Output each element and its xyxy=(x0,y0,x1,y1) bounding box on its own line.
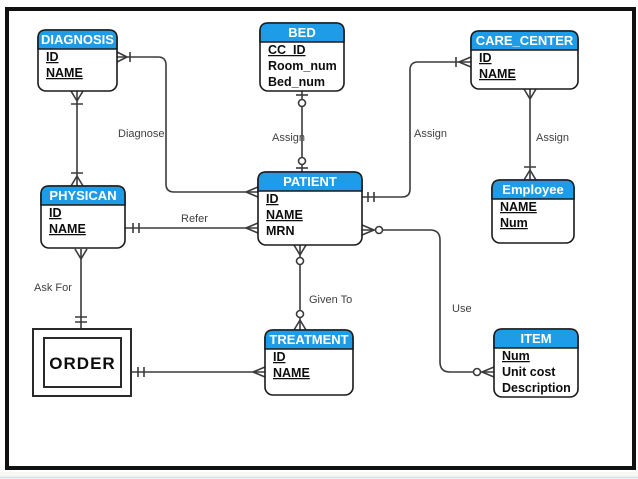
crowfoot-treatment-left xyxy=(252,366,266,378)
attribute: ID xyxy=(46,50,59,64)
entity-order-inner xyxy=(43,337,122,388)
entity-bed: BED CC_ID Room_num Bed_num xyxy=(259,22,345,92)
circle-bed-bottom xyxy=(297,98,307,108)
attribute: NAME xyxy=(46,66,83,80)
crowfoot-diagnosis-bottom xyxy=(70,90,84,105)
label-assign-employee: Assign xyxy=(536,132,569,144)
label-use: Use xyxy=(452,303,472,315)
entity-treatment-header xyxy=(264,329,354,350)
entity-employee: Employee NAME Num xyxy=(491,179,575,244)
entity-title: DIAGNOSIS xyxy=(41,32,114,47)
ticks-patient-right-top xyxy=(367,192,375,202)
attribute: ID xyxy=(479,51,492,65)
entity-diagnosis-header xyxy=(37,29,118,50)
line-use xyxy=(362,229,494,373)
relationship-lines xyxy=(70,51,537,378)
attribute: NAME xyxy=(49,222,86,236)
line-diagnose xyxy=(117,56,258,193)
crowfoot-patient-left-bottom xyxy=(245,222,259,234)
crowfoot-treatment-top xyxy=(293,319,307,331)
ticks-physican-right xyxy=(132,223,140,233)
entity-bed-header xyxy=(259,22,345,43)
entity-care-center-header xyxy=(470,30,579,51)
crowfoot-carecenter-left xyxy=(455,56,472,68)
page-footer-strip xyxy=(0,472,638,479)
attribute: NAME xyxy=(500,200,537,214)
circle-patient-bottom xyxy=(295,256,305,266)
label-assign-carecenter: Assign xyxy=(414,128,447,140)
crowfoot-physican-top xyxy=(70,172,84,187)
entity-treatment: TREATMENT ID NAME xyxy=(264,329,354,396)
attribute: CC_ID xyxy=(268,43,306,57)
entity-patient: PATIENT ID NAME MRN xyxy=(257,171,363,246)
circle-patient-right xyxy=(374,225,384,235)
entity-title: BED xyxy=(288,25,315,40)
attribute: NAME xyxy=(479,67,516,81)
entity-care-center: CARE_CENTER ID NAME xyxy=(470,30,579,90)
entity-title: PATIENT xyxy=(283,174,337,189)
circle-item-left xyxy=(472,367,482,377)
crowfoot-patient-bottom xyxy=(293,244,307,256)
entity-title: CARE_CENTER xyxy=(476,33,574,48)
entity-physican-header xyxy=(40,185,126,206)
line-assign-carecenter xyxy=(362,61,471,198)
attribute: NAME xyxy=(266,208,303,222)
crowfoot-diagnosis-right xyxy=(116,51,131,63)
crowfoot-physican-bottom xyxy=(74,248,88,260)
entity-patient-header xyxy=(257,171,363,192)
attribute: Num xyxy=(502,349,530,363)
entity-title: ORDER xyxy=(49,354,115,373)
ticks-order-top xyxy=(75,316,87,323)
attribute: Num xyxy=(500,216,528,230)
circle-patient-top xyxy=(297,156,307,166)
attribute: Description xyxy=(502,381,571,395)
label-refer: Refer xyxy=(181,213,208,225)
label-assign-bed: Assign xyxy=(272,132,305,144)
entity-physican: PHYSICAN ID NAME xyxy=(40,185,126,249)
ticks-order-right xyxy=(137,367,145,377)
entity-title: TREATMENT xyxy=(269,332,348,347)
entity-order: ORDER xyxy=(32,328,132,397)
attribute: ID xyxy=(273,350,286,364)
crowfoot-employee-top xyxy=(523,166,537,181)
entity-employee-header xyxy=(491,179,575,200)
label-givento: Given To xyxy=(309,294,352,306)
crowfoot-patient-left-top xyxy=(245,186,259,198)
attribute: Room_num xyxy=(268,59,337,73)
attribute: Unit cost xyxy=(502,365,556,379)
entity-title: Employee xyxy=(502,182,563,197)
entity-diagnosis: DIAGNOSIS ID NAME xyxy=(37,29,118,92)
circle-treatment-top xyxy=(295,309,305,319)
attribute: NAME xyxy=(273,366,310,380)
attribute: ID xyxy=(49,206,62,220)
label-diagnose: Diagnose xyxy=(118,128,164,140)
attribute: Bed_num xyxy=(268,75,325,89)
attribute: MRN xyxy=(266,224,294,238)
crowfoot-carecenter-bottom xyxy=(523,88,537,100)
crowfoot-patient-right-bottom xyxy=(361,224,375,236)
entity-title: ITEM xyxy=(520,331,551,346)
entity-item: ITEM Num Unit cost Description xyxy=(493,328,579,398)
crowfoot-item-left xyxy=(481,366,495,378)
attribute: ID xyxy=(266,192,279,206)
relationship-labels: Diagnose Assign Assign Assign Refer Ask … xyxy=(34,128,569,315)
entity-title: PHYSICAN xyxy=(49,188,116,203)
entity-item-header xyxy=(493,328,579,349)
label-askfor: Ask For xyxy=(34,282,72,294)
